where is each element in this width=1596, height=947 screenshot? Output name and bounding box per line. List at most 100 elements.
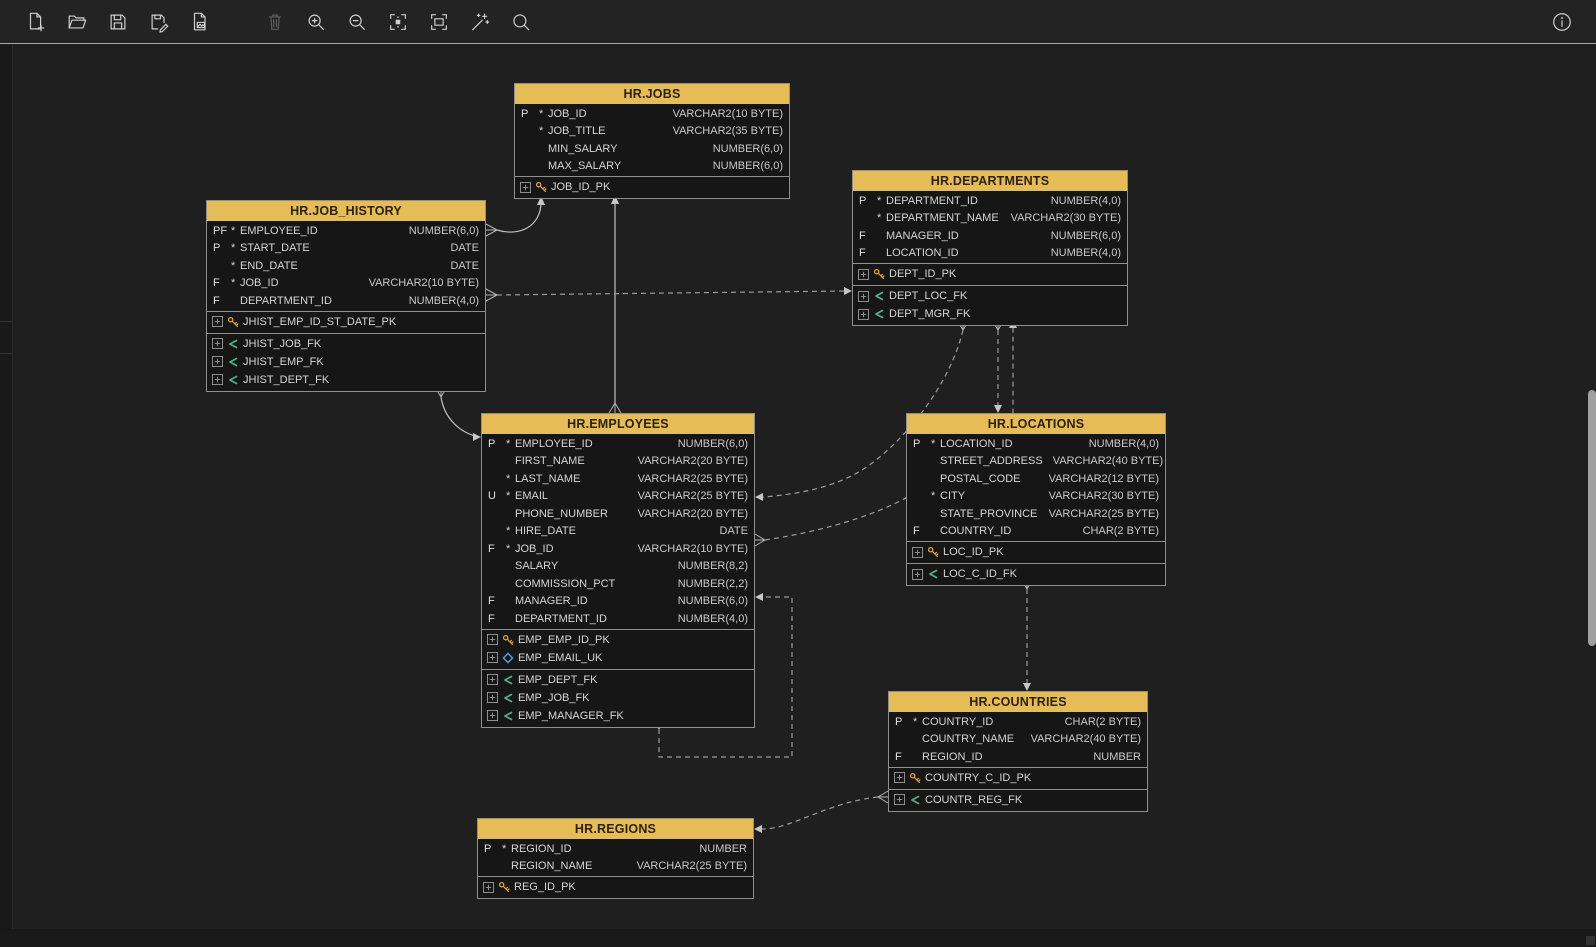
expand-toggle-icon[interactable] — [894, 794, 905, 805]
relationship-jhist-dept-fk[interactable] — [485, 287, 852, 302]
relationship-emp-job-fk[interactable] — [608, 195, 622, 414]
expand-toggle-icon[interactable] — [858, 290, 869, 302]
save-button[interactable] — [106, 10, 130, 34]
key-row[interactable]: JHIST_DEPT_FK — [207, 371, 485, 389]
auto-layout-button[interactable] — [468, 10, 492, 34]
relationship-line[interactable] — [440, 396, 476, 437]
entity-title[interactable]: HR.REGIONS — [478, 819, 753, 839]
key-row[interactable]: EMP_EMP_ID_PK — [482, 631, 754, 649]
key-row[interactable]: EMP_DEPT_FK — [482, 671, 754, 689]
relationship-line[interactable] — [658, 596, 793, 758]
key-row[interactable]: JOB_ID_PK — [515, 178, 789, 196]
info-button[interactable] — [1550, 10, 1574, 34]
entity-title[interactable]: HR.EMPLOYEES — [482, 414, 754, 434]
expand-toggle-icon[interactable] — [212, 374, 223, 385]
relationship-line[interactable] — [762, 329, 964, 498]
expand-toggle-icon[interactable] — [894, 772, 905, 783]
key-row[interactable]: DEPT_ID_PK — [853, 265, 1127, 283]
key-row[interactable]: REG_ID_PK — [478, 878, 753, 896]
key-row[interactable]: JHIST_JOB_FK — [207, 335, 485, 353]
key-row[interactable]: EMP_MANAGER_FK — [482, 707, 754, 725]
key-row[interactable]: LOC_ID_PK — [907, 543, 1165, 561]
save-as-button[interactable] — [147, 10, 171, 34]
vertical-scrollbar-thumb[interactable] — [1588, 390, 1596, 646]
new-diagram-button[interactable] — [24, 10, 48, 34]
expand-toggle-icon[interactable] — [858, 308, 869, 320]
entity-title[interactable]: HR.COUNTRIES — [889, 692, 1147, 712]
key-row[interactable]: LOC_C_ID_FK — [907, 565, 1165, 583]
relationship-jhist-job-fk[interactable] — [485, 196, 545, 237]
key-row[interactable]: DEPT_LOC_FK — [853, 287, 1127, 305]
relationship-dept-loc-fk[interactable] — [991, 319, 1005, 413]
expand-toggle-icon[interactable] — [912, 568, 923, 580]
relationship-line[interactable] — [761, 796, 879, 830]
relationship-line[interactable] — [764, 328, 1014, 541]
expand-toggle-icon[interactable] — [487, 674, 498, 685]
key-row[interactable]: JHIST_EMP_ID_ST_DATE_PK — [207, 313, 485, 331]
relationship-countr-reg-fk[interactable] — [754, 790, 889, 833]
expand-toggle-icon[interactable] — [487, 652, 498, 663]
expand-toggle-icon[interactable] — [212, 356, 223, 367]
relationship-line[interactable] — [496, 290, 846, 296]
key-row[interactable]: EMP_JOB_FK — [482, 689, 754, 707]
fit-to-window-button[interactable] — [427, 10, 451, 34]
expand-toggle-icon[interactable] — [212, 316, 223, 327]
export-image-button[interactable] — [188, 10, 212, 34]
relationship-loc-c-id-fk[interactable] — [1020, 578, 1034, 691]
expand-toggle-icon[interactable] — [212, 338, 223, 349]
entity-title[interactable]: HR.JOB_HISTORY — [207, 201, 485, 221]
expand-toggle-icon[interactable] — [912, 546, 923, 558]
key-row[interactable]: COUNTR_REG_FK — [889, 791, 1147, 809]
expand-toggle-icon[interactable] — [483, 881, 494, 893]
open-diagram-button[interactable] — [65, 10, 89, 34]
entity-title[interactable]: HR.DEPARTMENTS — [853, 171, 1127, 191]
zoom-out-button[interactable] — [345, 10, 369, 34]
expand-toggle-icon[interactable] — [858, 268, 869, 280]
expand-toggle-icon[interactable] — [520, 181, 531, 193]
expand-toggle-icon[interactable] — [487, 634, 498, 645]
relationship-line[interactable] — [496, 201, 542, 233]
entity-title[interactable]: HR.LOCATIONS — [907, 414, 1165, 434]
zoom-in-button[interactable] — [304, 10, 328, 34]
relationship-jhist-emp-fk[interactable] — [434, 386, 481, 441]
search-button[interactable] — [509, 10, 533, 34]
